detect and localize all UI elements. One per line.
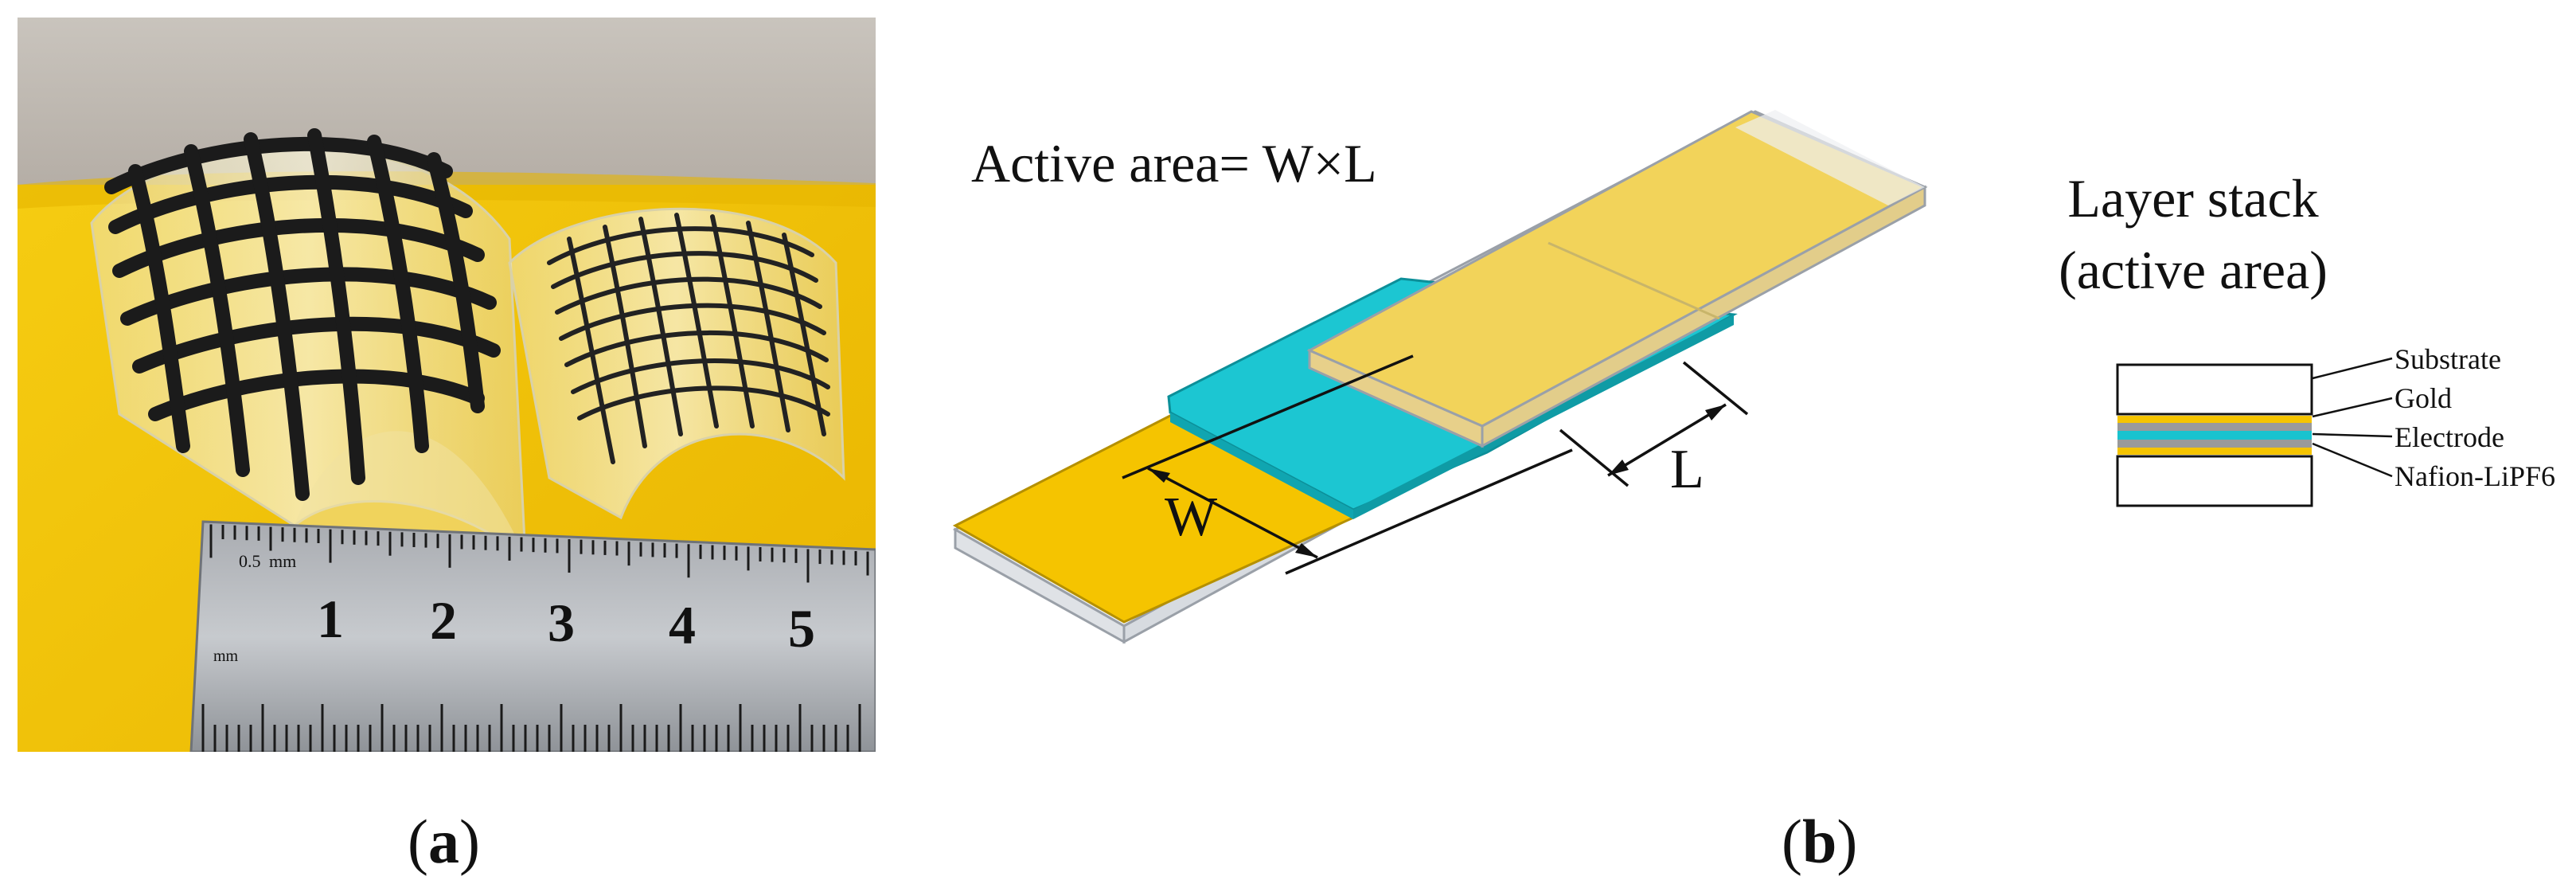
- panel-label-b: (b): [1782, 806, 1857, 878]
- ruler-number-2: 2: [430, 590, 457, 651]
- dimension-l: [1559, 361, 1749, 487]
- ruler-number-4: 4: [669, 595, 696, 655]
- ruler-side-unit: mm: [213, 647, 239, 665]
- layer-stack-title: Layer stack: [2067, 168, 2318, 229]
- label-nafion-lipf6: Nafion-LiPF6: [2395, 460, 2555, 492]
- ruler: 0.5 mm mm 1 2 3 4 5: [189, 520, 876, 752]
- ruler-number-5: 5: [788, 598, 815, 659]
- dimension-w: [1122, 354, 1573, 575]
- layer-leader-lines: [2312, 357, 2393, 478]
- gold-layer: [2117, 416, 2312, 423]
- ruler-half-mark: 0.5: [239, 551, 261, 571]
- gold-layer-bottom: [2117, 448, 2312, 455]
- large-film-sample: [90, 128, 527, 561]
- panel-b-open-paren: (: [1782, 807, 1802, 876]
- substrate-bottom-layer: [2116, 455, 2313, 507]
- label-gold: Gold: [2395, 382, 2452, 414]
- panel-b-close-paren: ): [1836, 807, 1858, 876]
- panel-label-a: (a): [408, 806, 480, 878]
- ruler-number-1: 1: [317, 589, 344, 649]
- panel-a-letter: a: [427, 807, 459, 876]
- substrate-top-layer: [2116, 363, 2313, 416]
- photo-flexible-sensors: 0.5 mm mm 1 2 3 4 5: [18, 18, 876, 752]
- sensor-3d-diagram: Active area= W×L: [952, 110, 1928, 644]
- nafion-layer-bottom: [2117, 440, 2312, 448]
- nafion-layer-top: [2117, 423, 2312, 431]
- panel-b-letter: b: [1801, 807, 1837, 876]
- electrode-layer: [2117, 431, 2312, 440]
- layer-stack: Layer stack (active area) Substrate Gold…: [2059, 168, 2555, 507]
- label-substrate: Substrate: [2395, 343, 2501, 375]
- small-film-sample: [508, 207, 845, 520]
- ruler-units: mm: [269, 551, 296, 571]
- panel-a-open-paren: (: [408, 807, 428, 876]
- layer-stack-subtitle: (active area): [2059, 240, 2328, 300]
- panel-a-close-paren: ): [459, 807, 480, 876]
- wall-background: [18, 18, 876, 185]
- top-substrate-gold: [1306, 110, 1928, 448]
- label-electrode: Electrode: [2395, 421, 2504, 453]
- dimension-l-label: L: [1670, 439, 1704, 500]
- ruler-number-3: 3: [548, 593, 575, 653]
- dimension-w-label: W: [1165, 487, 1217, 548]
- active-area-text: Active area= W×L: [971, 133, 1377, 194]
